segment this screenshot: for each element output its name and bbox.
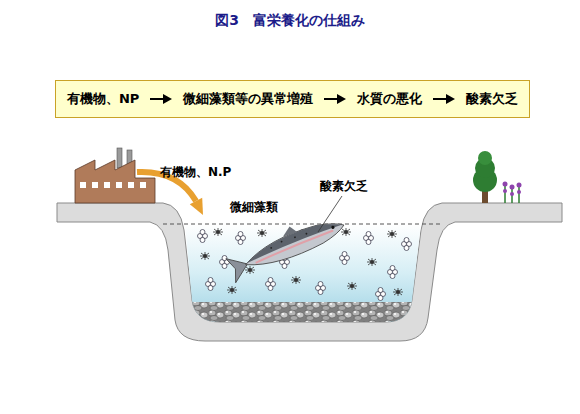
band-text: 微細藻類等の異常増殖 bbox=[183, 90, 313, 108]
riverbed-pebbles bbox=[180, 302, 420, 324]
factory bbox=[75, 148, 155, 203]
annotation-label: 有機物、N.P bbox=[160, 164, 231, 181]
plants bbox=[503, 182, 522, 204]
flow-arrow bbox=[150, 93, 172, 105]
flow-arrow bbox=[324, 93, 346, 105]
annotation-label: 酸素欠乏 bbox=[320, 178, 368, 195]
band-text: 有機物、NP bbox=[67, 90, 139, 108]
band-text: 酸素欠乏 bbox=[466, 90, 518, 108]
water-surface bbox=[163, 224, 442, 225]
process-band: 有機物、NP 微細藻類等の異常増殖 水質の悪化 酸素欠乏 bbox=[55, 80, 530, 118]
flow-arrow bbox=[433, 93, 455, 105]
tree bbox=[473, 151, 497, 203]
leader-line bbox=[318, 196, 342, 232]
ground bbox=[57, 203, 562, 341]
annotation-label: 微細藻類 bbox=[230, 199, 278, 216]
fish bbox=[224, 207, 349, 282]
diagram-title: 図3 富栄養化の仕組み bbox=[0, 12, 580, 30]
band-text: 水質の悪化 bbox=[357, 90, 422, 108]
